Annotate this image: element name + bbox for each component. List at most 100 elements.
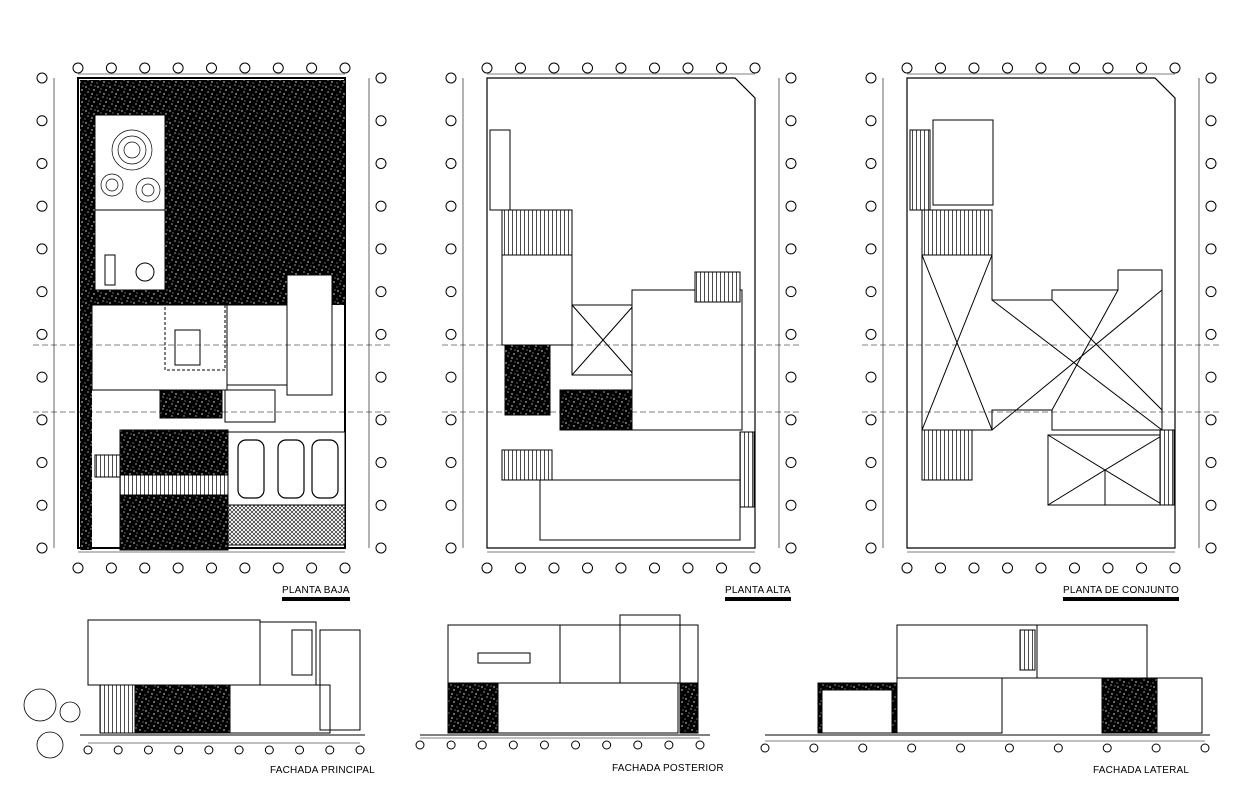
axis-bubble	[206, 562, 217, 574]
axis-bubble	[1035, 562, 1047, 574]
axis-bubble	[695, 740, 705, 750]
axis-bubble	[515, 562, 526, 574]
axis-bubble	[1205, 286, 1217, 298]
axis-bubble	[785, 542, 797, 554]
axis-bubble	[1102, 62, 1114, 74]
axis-bubble	[865, 286, 877, 298]
axis-bubble	[375, 115, 387, 127]
planta-alta-plan	[486, 77, 756, 549]
axis-bubble	[339, 562, 351, 574]
axis-bubble	[36, 72, 48, 84]
axis-bubble	[206, 62, 217, 74]
axis-bubble	[36, 414, 48, 426]
axis-bubble	[375, 200, 387, 212]
axis-bubble	[539, 740, 549, 750]
fachada-lateral-title: FACHADA LATERAL	[1093, 765, 1190, 776]
axis-bubble	[785, 371, 797, 383]
axis-bubble	[582, 562, 593, 574]
axis-bubble	[865, 72, 877, 84]
axis-bubble	[633, 740, 643, 750]
axis-bubble	[785, 457, 797, 469]
axis-bubble	[682, 62, 694, 74]
axis-bubble	[1002, 562, 1013, 574]
axis-bubble	[72, 562, 84, 574]
axis-bubble	[264, 745, 274, 755]
axis-bubble	[445, 499, 457, 511]
axis-bubble	[785, 200, 797, 212]
axis-bubble	[1004, 743, 1014, 753]
axis-bubble	[1205, 414, 1217, 426]
axis-bubble	[785, 414, 797, 426]
axis-bubble	[375, 157, 387, 169]
axis-bubble	[1205, 457, 1217, 469]
axis-bubble	[571, 740, 581, 750]
axis-bubble	[785, 499, 797, 511]
axis-bubble	[375, 414, 387, 426]
axis-bubble	[445, 414, 457, 426]
axis-bubble	[445, 157, 457, 169]
axis-bubble	[481, 562, 493, 574]
axis-bubble	[339, 62, 351, 74]
axis-bubble	[1136, 562, 1147, 574]
axis-bubble	[935, 62, 946, 74]
axis-bubble	[1205, 200, 1217, 212]
axis-bubble	[865, 328, 877, 340]
axis-bubble	[865, 542, 877, 554]
axis-bubble	[760, 743, 770, 753]
axis-bubble	[1205, 328, 1217, 340]
axis-bubble	[602, 740, 612, 750]
axis-bubble	[375, 499, 387, 511]
axis-bubble	[36, 542, 48, 554]
axis-bubble	[1102, 562, 1114, 574]
axis-bubble	[508, 740, 518, 750]
planta-conjunto-title: PLANTA DE CONJUNTO	[1063, 585, 1180, 601]
axis-bubble	[1169, 62, 1181, 74]
axis-bubble	[139, 562, 151, 574]
axis-bubble	[1053, 743, 1063, 753]
axis-bubble	[446, 740, 456, 750]
axis-bubble	[36, 243, 48, 255]
axis-bubble	[1205, 72, 1217, 84]
axis-bubble	[907, 743, 917, 753]
axis-bubble	[515, 62, 526, 74]
axis-bubble	[36, 157, 48, 169]
axis-bubble	[415, 740, 425, 750]
axis-bubble	[615, 62, 627, 74]
axis-bubble	[716, 62, 727, 74]
axis-bubble	[375, 328, 387, 340]
axis-bubble	[956, 743, 966, 753]
axis-bubble	[548, 562, 560, 574]
fachada-principal-title: FACHADA PRINCIPAL	[270, 765, 375, 776]
axis-bubble	[1200, 743, 1210, 753]
axis-bubble	[785, 243, 797, 255]
axis-bubble	[36, 200, 48, 212]
axis-bubble	[901, 62, 913, 74]
axis-bubble	[682, 562, 694, 574]
axis-bubble	[36, 371, 48, 383]
axis-bubble	[1069, 562, 1080, 574]
planta-baja-title: PLANTA BAJA	[282, 585, 350, 601]
axis-bubble	[865, 414, 877, 426]
fachada-posterior-elevation	[420, 614, 710, 736]
axis-bubble	[901, 562, 913, 574]
axis-bubble	[785, 115, 797, 127]
axis-bubble	[445, 243, 457, 255]
axis-bubble	[272, 562, 284, 574]
axis-bubble	[1035, 62, 1047, 74]
axis-bubble	[1205, 371, 1217, 383]
axis-bubble	[234, 745, 244, 755]
axis-bubble	[1069, 62, 1080, 74]
axis-bubble	[1205, 243, 1217, 255]
axis-bubble	[865, 243, 877, 255]
axis-bubble	[139, 62, 151, 74]
axis-bubble	[1205, 499, 1217, 511]
axis-bubble	[935, 562, 946, 574]
axis-bubble	[865, 457, 877, 469]
axis-bubble	[445, 286, 457, 298]
axis-bubble	[295, 745, 305, 755]
axis-bubble	[445, 542, 457, 554]
axis-bubble	[375, 371, 387, 383]
axis-bubble	[809, 743, 819, 753]
axis-bubble	[582, 62, 593, 74]
axis-bubble	[375, 542, 387, 554]
